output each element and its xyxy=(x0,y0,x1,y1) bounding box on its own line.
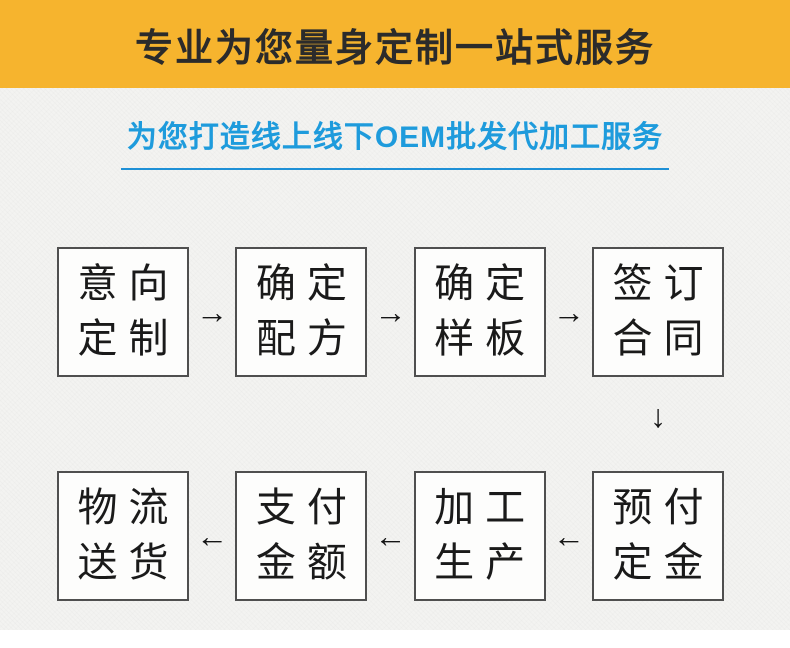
bottom-white-strip xyxy=(0,630,790,648)
flow-step-intent-customization: 意向 定制 xyxy=(57,247,189,377)
left-arrow-icon: ← xyxy=(552,518,585,554)
step-text: 预付 xyxy=(612,486,715,530)
left-arrow-icon: ← xyxy=(374,518,407,554)
flow-step-processing-production: 加工 生产 xyxy=(413,471,546,601)
subtitle-text: 为您打造线上线下OEM批发代加工服务 xyxy=(126,121,664,154)
step-text: 定金 xyxy=(612,541,715,585)
subtitle-underline xyxy=(121,168,669,170)
step-text: 签订 xyxy=(612,262,715,306)
flow-step-confirm-formula: 确定 配方 xyxy=(235,247,368,377)
right-arrow-icon: → xyxy=(552,294,585,330)
flow-step-confirm-sample: 确定 样板 xyxy=(413,247,546,377)
step-text: 物流 xyxy=(77,486,180,530)
step-text: 配方 xyxy=(255,317,358,361)
subtitle-section: 为您打造线上线下OEM批发代加工服务 xyxy=(0,120,790,170)
step-text: 意向 xyxy=(77,262,180,306)
flow-row-2: 物流 送货 ← 支付 金额 ← 加工 生产 ← 预付 定金 xyxy=(0,471,790,601)
step-text: 加工 xyxy=(434,486,537,530)
flow-step-prepay-deposit: 预付 定金 xyxy=(591,471,724,601)
header-banner: 专业为您量身定制一站式服务 xyxy=(0,0,790,88)
left-arrow-icon: ← xyxy=(196,518,229,554)
step-text: 送货 xyxy=(77,541,180,585)
step-text: 支付 xyxy=(255,486,358,530)
flow-step-logistics-delivery: 物流 送货 xyxy=(57,471,189,601)
step-text: 确定 xyxy=(255,262,358,306)
banner-title: 专业为您量身定制一站式服务 xyxy=(134,27,655,70)
flow-row-1: 意向 定制 → 确定 配方 → 确定 样板 → 签订 合同 xyxy=(0,247,790,377)
step-text: 生产 xyxy=(434,541,537,585)
down-arrow-icon: ↓ xyxy=(650,398,666,434)
step-text: 合同 xyxy=(612,317,715,361)
step-text: 定制 xyxy=(77,317,180,361)
right-arrow-icon: → xyxy=(374,294,407,330)
step-text: 确定 xyxy=(434,262,537,306)
flow-step-sign-contract: 签订 合同 xyxy=(591,247,724,377)
step-text: 样板 xyxy=(434,317,537,361)
process-flow-diagram: 意向 定制 → 确定 配方 → 确定 样板 → 签订 合同 ↓ 物流 送货 xyxy=(0,247,790,601)
step-text: 金额 xyxy=(255,541,358,585)
right-arrow-icon: → xyxy=(196,294,229,330)
flow-step-pay-amount: 支付 金额 xyxy=(235,471,368,601)
